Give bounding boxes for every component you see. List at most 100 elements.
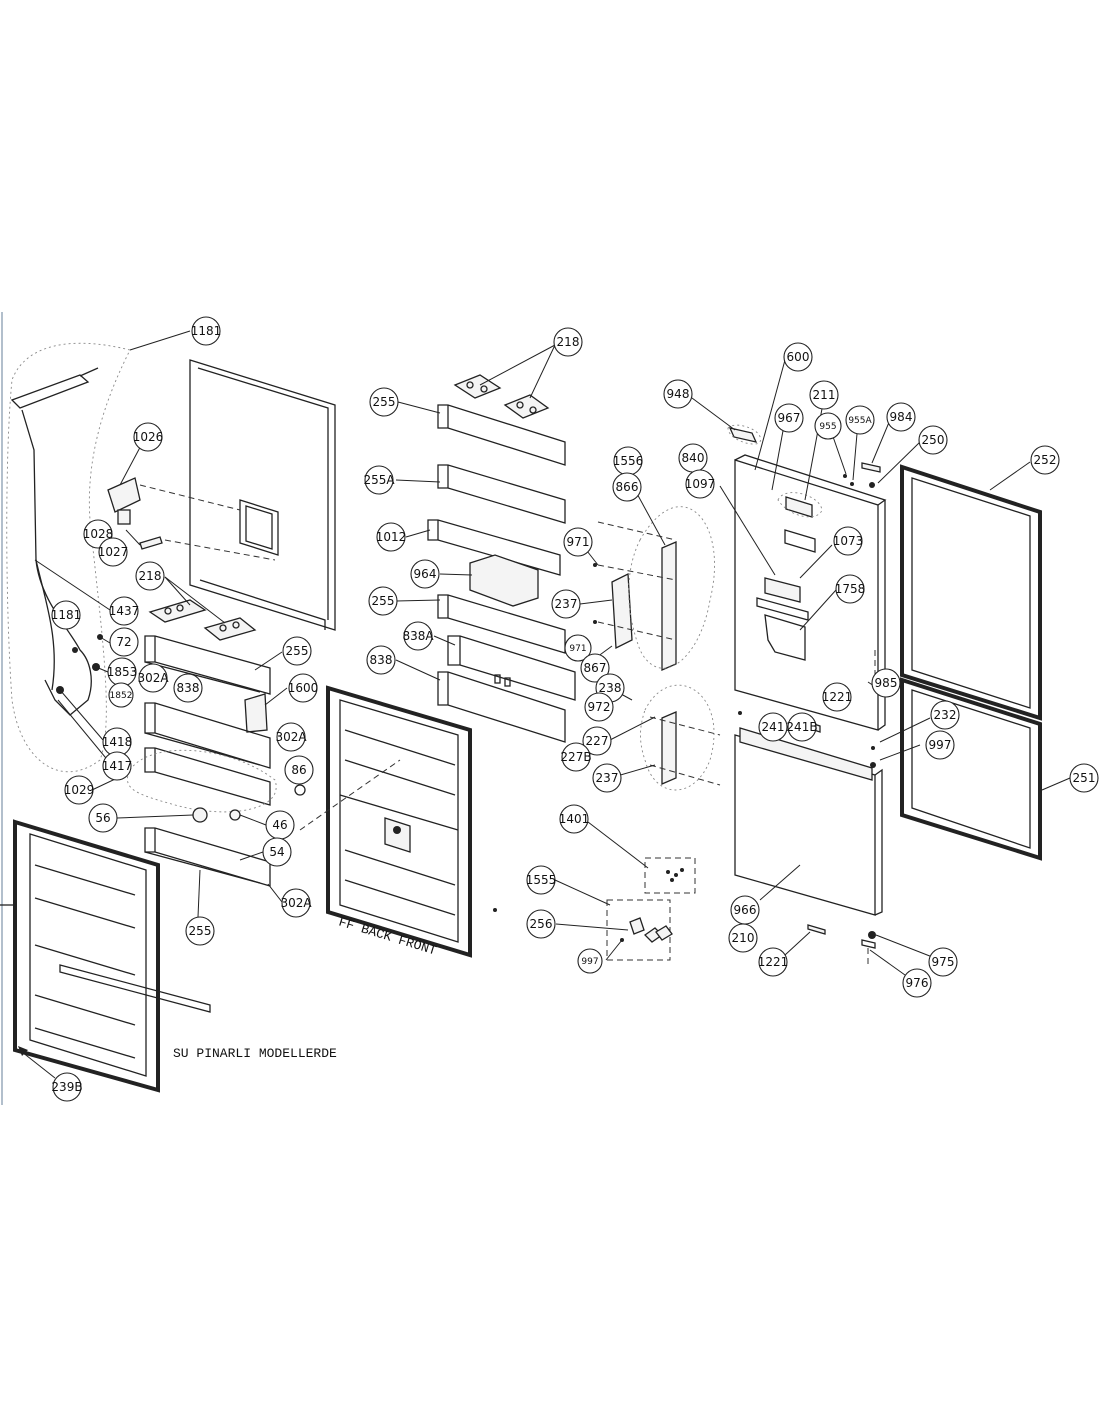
callout-232: 232 (930, 700, 960, 730)
svg-text:1181: 1181 (51, 608, 82, 622)
callout-948: 948 (663, 379, 693, 409)
callout-997-left: 997 (577, 948, 603, 974)
callout-210: 210 (728, 923, 758, 953)
svg-text:218: 218 (557, 335, 580, 349)
callout-1853: 1853 (107, 657, 137, 687)
svg-text:255: 255 (286, 644, 309, 658)
dispenser-opening (239, 499, 279, 556)
svg-text:46: 46 (272, 818, 287, 832)
svg-text:227B: 227B (560, 750, 591, 764)
callout-600: 600 (783, 342, 813, 372)
callout-1556: 1556 (613, 446, 644, 476)
svg-text:1600: 1600 (288, 681, 319, 695)
harness-connector-top (10, 374, 90, 409)
callout-46: 46 (265, 810, 295, 840)
svg-text:250: 250 (922, 433, 945, 447)
ff-back-front-frame (326, 685, 472, 958)
callout-966: 966 (730, 895, 760, 925)
svg-text:1401: 1401 (559, 812, 590, 826)
svg-text:867: 867 (584, 661, 607, 675)
callout-250: 250 (918, 425, 948, 455)
svg-text:967: 967 (778, 411, 801, 425)
callout-72: 72 (109, 627, 139, 657)
svg-text:72: 72 (116, 635, 131, 649)
door-gaskets (900, 464, 1042, 861)
svg-text:1097: 1097 (685, 477, 716, 491)
svg-text:1221: 1221 (758, 955, 789, 969)
cap-46 (229, 809, 241, 821)
callout-1012: 1012 (376, 522, 406, 552)
svg-text:218: 218 (139, 569, 162, 583)
arrow-239B (18, 1046, 28, 1056)
svg-text:1556: 1556 (613, 454, 644, 468)
svg-text:600: 600 (787, 350, 810, 364)
lower-outer-door-966 (734, 711, 883, 968)
svg-text:227: 227 (586, 734, 609, 748)
callout-1758: 1758 (835, 574, 865, 604)
callout-838-left: 838 (173, 673, 203, 703)
handle-parts-lower (640, 684, 721, 791)
callout-955: 955 (814, 412, 842, 440)
svg-text:56: 56 (95, 811, 110, 825)
callout-227: 227 (582, 726, 612, 756)
freezer-inner-door-239B (0, 819, 211, 1093)
callout-1417: 1417 (102, 751, 132, 781)
small-dot (493, 908, 497, 912)
svg-text:972: 972 (588, 700, 611, 714)
callout-984: 984 (886, 402, 916, 432)
callout-1097: 1097 (685, 469, 716, 499)
svg-text:255A: 255A (363, 473, 395, 487)
assembly-line (139, 484, 241, 511)
callout-1181-left: 1181 (51, 600, 82, 630)
svg-text:840: 840 (682, 451, 705, 465)
pin-250 (869, 482, 875, 488)
caption-ff-back-front: FF BACK FRONT (337, 914, 439, 958)
callout-1221-bottom: 1221 (758, 947, 789, 977)
callout-838-center: 838 (366, 645, 396, 675)
callout-237-bottom: 237 (592, 763, 622, 793)
hinge-975 (868, 931, 876, 939)
hinge-984 (861, 462, 881, 473)
svg-text:1418: 1418 (102, 735, 133, 749)
svg-text:238: 238 (599, 681, 622, 695)
callout-241B: 241B (786, 712, 818, 742)
callout-971-bottom: 971 (564, 634, 592, 662)
svg-text:232: 232 (934, 708, 957, 722)
svg-text:997: 997 (929, 738, 952, 752)
svg-text:86: 86 (291, 763, 306, 777)
shelf-255A (437, 464, 566, 524)
callout-227B: 227B (560, 742, 592, 772)
callout-56: 56 (88, 803, 118, 833)
callout-1029: 1029 (64, 775, 95, 805)
dispenser-chute-1758 (764, 614, 806, 661)
callout-976: 976 (902, 968, 932, 998)
svg-text:975: 975 (932, 955, 955, 969)
callout-1221-top: 1221 (822, 682, 852, 712)
caption-su-pinarli: SU PINARLI MODELLERDE (173, 1046, 337, 1061)
hinge-976 (861, 939, 876, 949)
callout-252: 252 (1030, 445, 1060, 475)
assembly-line (164, 539, 276, 561)
svg-text:1028: 1028 (83, 527, 114, 541)
shelf-255-top (437, 404, 566, 466)
callout-972: 972 (584, 692, 614, 722)
svg-text:1026: 1026 (133, 430, 164, 444)
clip-1027 (139, 536, 163, 550)
svg-text:1029: 1029 (64, 783, 95, 797)
callout-1852: 1852 (108, 682, 134, 708)
svg-text:955A: 955A (848, 416, 872, 426)
svg-text:985: 985 (875, 676, 898, 690)
svg-text:237: 237 (596, 771, 619, 785)
callout-239B: 239B (51, 1072, 83, 1102)
dispenser-bracket-1026 (107, 477, 141, 525)
callout-302A-top: 302A (137, 663, 169, 693)
harness-clip (72, 647, 78, 653)
door-bin-838 (144, 702, 271, 769)
callout-255-left: 255 (282, 636, 312, 666)
svg-text:997: 997 (581, 957, 598, 967)
callout-251: 251 (1069, 763, 1099, 793)
bin-838A (447, 635, 576, 701)
callout-256: 256 (526, 909, 556, 939)
svg-text:1852: 1852 (110, 691, 133, 701)
svg-text:971: 971 (569, 644, 586, 654)
